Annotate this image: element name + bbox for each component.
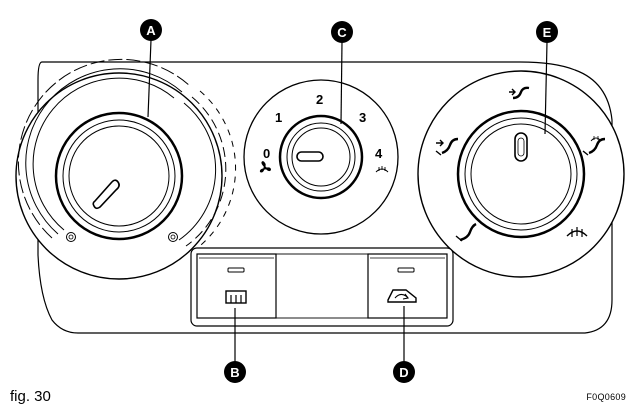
figure-caption: fig. 30 <box>10 388 51 405</box>
callout-a-label: A <box>146 23 156 38</box>
callout-d-label: D <box>399 365 408 380</box>
callout-b-label: B <box>230 365 239 380</box>
fan-speed-knob-c[interactable]: 0 1 2 3 4 <box>243 79 399 235</box>
airflow-face-icon <box>509 86 530 100</box>
fan-speed-label-3: 3 <box>359 110 366 125</box>
fan-speed-label-2: 2 <box>316 92 323 107</box>
recirculation-indicator <box>397 267 415 273</box>
airflow-feet-icon <box>455 222 477 242</box>
fan-speed-label-4: 4 <box>375 146 383 161</box>
callout-d: D <box>393 306 415 383</box>
temperature-knob-screws <box>66 232 178 242</box>
temperature-knob-pointer <box>92 179 120 210</box>
panel-outline <box>37 61 613 334</box>
temperature-knob-a[interactable] <box>15 58 237 280</box>
fan-icon <box>259 161 271 173</box>
callout-b: B <box>224 308 246 383</box>
rear-window-heater-button-b[interactable] <box>196 253 277 319</box>
rear-window-heater-indicator <box>227 267 245 273</box>
fan-knob-pointer <box>296 151 324 162</box>
callout-c: C <box>331 21 353 125</box>
callout-c-label: C <box>337 25 347 40</box>
figure-code: F0Q0609 <box>586 392 626 402</box>
air-distribution-knob-e[interactable] <box>417 70 625 278</box>
air-recirculation-icon <box>387 289 417 303</box>
windscreen-defrost-icon <box>375 166 389 173</box>
distribution-knob-pointer <box>514 132 528 162</box>
fan-speed-label-1: 1 <box>275 110 282 125</box>
recirculation-button-d[interactable] <box>367 253 448 319</box>
callout-a: A <box>140 19 162 118</box>
airflow-face-feet-icon <box>435 137 459 156</box>
rear-window-heater-icon <box>225 290 247 304</box>
callout-e: E <box>536 21 558 135</box>
windscreen-defrost-large-icon <box>566 227 588 237</box>
callout-e-label: E <box>543 25 552 40</box>
airflow-feet-defrost-icon <box>582 136 606 156</box>
temperature-scale <box>17 58 237 253</box>
fan-speed-label-0: 0 <box>263 146 270 161</box>
